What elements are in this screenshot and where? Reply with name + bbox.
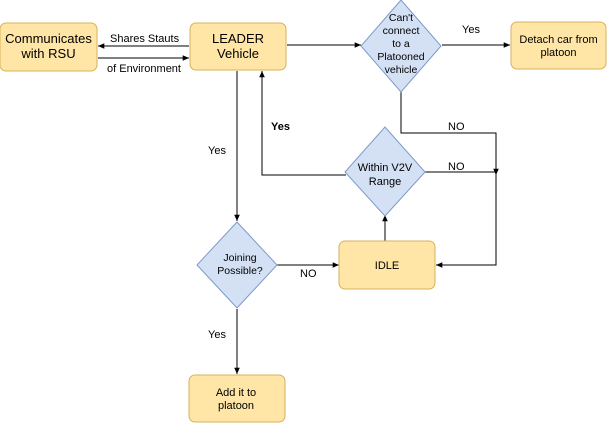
node-add-line-2: platoon [218, 400, 254, 412]
svg-text:LEADER: LEADER [212, 31, 264, 46]
node-idle: IDLE [338, 240, 436, 290]
svg-text:Communicates: Communicates [5, 31, 92, 46]
svg-text:Range: Range [369, 176, 401, 188]
svg-text:platoon: platoon [540, 47, 576, 59]
node-leader-vehicle: LEADER Vehicle [189, 22, 287, 71]
node-joining-possible-decision: Joining Possible? [196, 221, 278, 309]
node-communicates-with-rsu: Communicates with RSU [0, 22, 98, 72]
node-within-range-line-2: Range [369, 176, 401, 188]
node-detach-line-2: platoon [540, 47, 576, 59]
svg-text:connect: connect [383, 25, 420, 37]
node-joining-line-1: Joining [223, 252, 256, 264]
node-idle-line-1: IDLE [375, 260, 399, 272]
edge-within-range-yes [259, 71, 346, 176]
edges [98, 42, 510, 374]
label-no-joining: NO [300, 268, 317, 280]
node-add-to-platoon: Add it to platoon [188, 374, 286, 423]
label-no-within-range: NO [448, 161, 465, 173]
svg-text:to a: to a [392, 38, 410, 50]
edge-junction-to-idle [436, 172, 497, 268]
svg-text:vehicle: vehicle [385, 64, 418, 76]
node-cant-connect-line-2: connect [383, 25, 420, 37]
svg-text:Add it to: Add it to [216, 387, 256, 399]
node-within-v2v-range-decision: Within V2V Range [344, 126, 426, 217]
svg-text:Detach car from: Detach car from [519, 34, 597, 46]
label-yes-within-range: Yes [271, 121, 290, 133]
node-joining-line-2: Possible? [217, 265, 263, 277]
edge-labels: Shares Stauts of Environment Yes NO Yes … [107, 24, 480, 341]
node-cant-connect-line-1: Can't [389, 12, 413, 24]
node-detach-line-1: Detach car from [519, 34, 597, 46]
node-leader-line-1: LEADER [212, 31, 264, 46]
svg-text:Within V2V: Within V2V [358, 162, 413, 174]
svg-text:Can't: Can't [389, 12, 413, 24]
label-no-from-cant-connect: NO [448, 121, 465, 133]
svg-text:Possible?: Possible? [217, 265, 263, 277]
svg-text:IDLE: IDLE [375, 260, 399, 272]
node-rsu-line-2: with RSU [20, 46, 75, 61]
svg-text:platoon: platoon [218, 400, 254, 412]
label-of-environment: of Environment [107, 63, 181, 75]
node-within-range-line-1: Within V2V [358, 162, 413, 174]
node-detach-car: Detach car from platoon [510, 21, 607, 70]
node-leader-line-2: Vehicle [217, 46, 259, 61]
label-yes-leader-down: Yes [208, 145, 226, 157]
node-cant-connect-line-5: vehicle [385, 64, 418, 76]
edge-cant-connect-no [400, 92, 499, 175]
label-shares-status: Shares Stauts [110, 33, 180, 45]
svg-text:Vehicle: Vehicle [217, 46, 259, 61]
svg-text:with RSU: with RSU [20, 46, 75, 61]
node-rsu-line-1: Communicates [5, 31, 92, 46]
node-cant-connect-decision: Can't connect to a Platooned vehicle [360, 0, 442, 93]
node-add-line-1: Add it to [216, 387, 256, 399]
node-cant-connect-line-3: to a [392, 38, 410, 50]
node-cant-connect-line-4: Platooned [377, 51, 424, 63]
svg-text:Joining: Joining [223, 252, 256, 264]
label-yes-detach: Yes [462, 24, 480, 36]
svg-text:Platooned: Platooned [377, 51, 424, 63]
label-yes-joining: Yes [208, 329, 226, 341]
